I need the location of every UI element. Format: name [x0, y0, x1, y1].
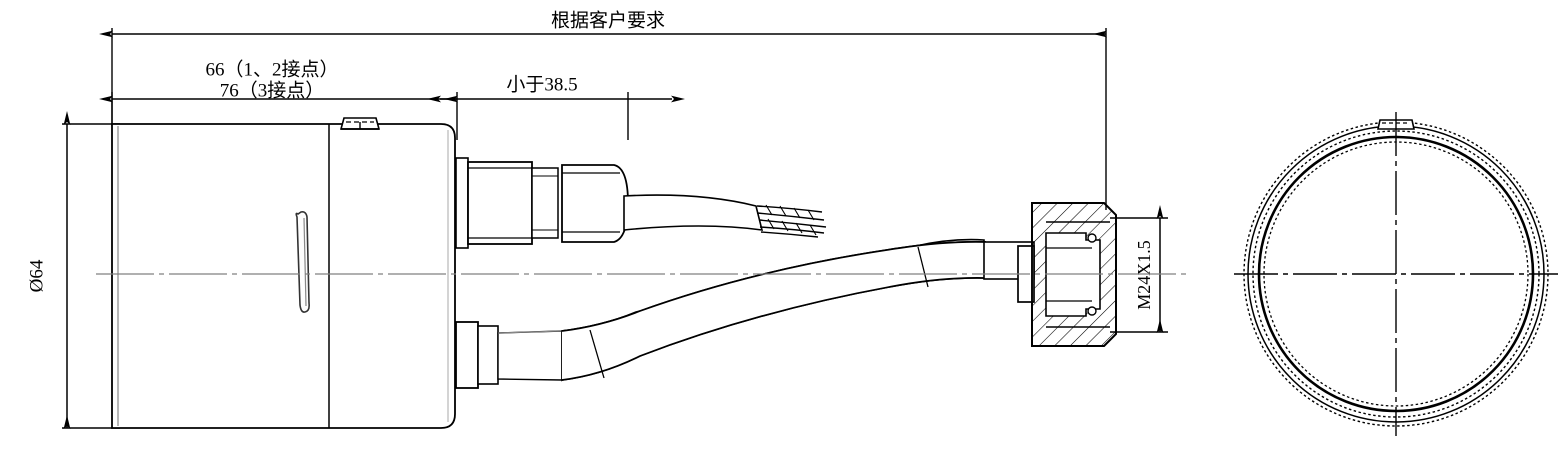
- vent-plug-side: [339, 117, 381, 130]
- dimension-thread-size: M24X1.5: [1110, 205, 1168, 333]
- capillary-bend-tick-right: [917, 246, 929, 288]
- cable-jacket: [623, 194, 764, 231]
- cable-strands: [756, 204, 827, 238]
- gland-collar: [531, 167, 559, 239]
- gland-flange: [455, 157, 469, 249]
- dimension-body-length: 66（1、2接点） 76（3接点）: [99, 58, 458, 140]
- gauge-body: [111, 123, 456, 429]
- dimension-label-thread-size: M24X1.5: [1134, 240, 1154, 310]
- capillary-assembly: [455, 238, 1035, 389]
- dimension-label-gland-length: 小于38.5: [506, 73, 577, 95]
- cable-gland-assembly: [455, 157, 629, 249]
- lower-port-collar: [477, 325, 499, 385]
- gauge-body-outline: [111, 123, 456, 429]
- dimension-body-diameter: Ø64: [26, 111, 120, 429]
- dimension-label-body-length-secondary: 76（3接点）: [220, 79, 325, 101]
- capillary-upper-edge-2: [561, 241, 987, 332]
- lower-port-flange: [455, 321, 479, 389]
- capillary-lower-edge-2: [561, 277, 987, 381]
- dimension-overall-length: 根据客户要求: [99, 9, 1107, 210]
- capillary-bend-tick-left: [589, 329, 605, 379]
- fitting-thread-relief-bottom: [1087, 306, 1097, 316]
- dimension-label-body-length-primary: 66（1、2接点）: [205, 58, 338, 80]
- capillary-straight-top-highlight: [497, 330, 563, 334]
- dimension-label-body-diameter: Ø64: [26, 259, 47, 292]
- gland-outer-nut: [561, 164, 629, 243]
- dimension-gland-length: 小于38.5: [427, 73, 685, 140]
- fitting-outline: [1031, 202, 1117, 347]
- face-slot-inner-line: [303, 217, 307, 307]
- output-cable: [623, 194, 827, 238]
- capillary-straight: [497, 330, 563, 381]
- gland-hex-body: [467, 161, 533, 245]
- fitting-thread-relief-top: [1087, 233, 1097, 243]
- end-view: [1234, 112, 1558, 436]
- dimension-label-overall-length: 根据客户要求: [551, 9, 665, 31]
